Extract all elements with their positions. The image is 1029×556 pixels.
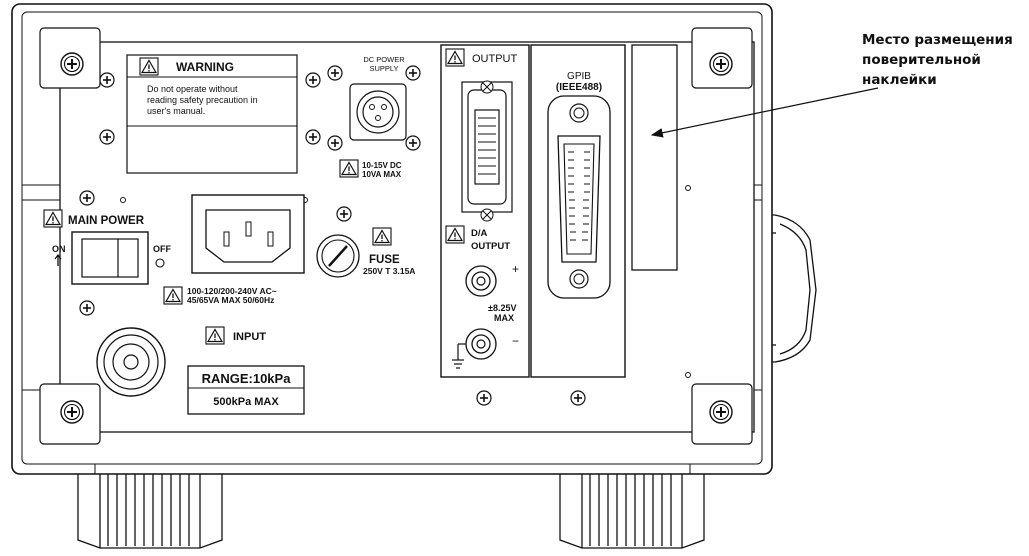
gpib-label-1: GPIB	[567, 71, 591, 82]
annotation-line-3: наклейки	[862, 72, 937, 88]
screw-icon	[709, 400, 733, 424]
screw-icon	[327, 135, 343, 151]
annotation-line-2: поверительной	[862, 52, 981, 68]
da-range-1: ±8.25V	[488, 303, 516, 313]
dc-power-title-1: DC POWER	[363, 55, 405, 64]
output-module: OUTPUT D/A OUTPUT + ±8.25V MAX −	[440, 44, 530, 378]
screw-icon	[60, 52, 84, 76]
screw-icon	[305, 129, 321, 145]
fuse-label: FUSE	[369, 254, 400, 266]
warning-line-2: reading safety precaution in	[147, 95, 258, 105]
screw-icon	[336, 206, 352, 222]
ac-rating-2: 45/65VA MAX 50/60Hz	[187, 295, 274, 305]
input-label: INPUT	[233, 331, 266, 343]
warning-triangle-icon	[372, 227, 392, 246]
ac-inlet: 100-120/200-240V AC~ 45/65VA MAX 50/60Hz	[163, 194, 305, 305]
dc-power-rating-1: 10-15V DC	[362, 161, 402, 170]
main-power-label: MAIN POWER	[68, 215, 145, 227]
warning-line-1: Do not operate without	[147, 84, 238, 94]
warning-triangle-icon	[163, 286, 183, 305]
dc-power-rating-2: 10VA MAX	[362, 170, 402, 179]
main-power-on: ON	[52, 244, 66, 254]
warning-triangle-icon	[445, 48, 465, 67]
screw-icon	[99, 129, 115, 145]
screw-icon	[709, 52, 733, 76]
foot-left	[77, 470, 223, 549]
input-range: RANGE:10kPa	[202, 371, 292, 386]
da-plus: +	[512, 262, 519, 276]
screw-icon	[405, 65, 421, 81]
ground-icon	[452, 343, 466, 369]
da-label-1: D/A	[471, 228, 488, 239]
warning-triangle-icon	[139, 57, 159, 76]
input-max: 500kPa MAX	[213, 396, 279, 408]
ac-rating-1: 100-120/200-240V AC~	[187, 286, 277, 296]
screw-icon	[60, 400, 84, 424]
main-power-off: OFF	[153, 244, 171, 254]
warning-triangle-icon	[43, 209, 63, 228]
annotation-line-1: Место размещения	[862, 32, 1013, 48]
foot-right	[559, 470, 705, 549]
screw-icon	[79, 190, 95, 206]
warning-line-3: user's manual.	[147, 106, 205, 116]
side-handle	[769, 214, 817, 363]
screw-icon	[99, 72, 115, 88]
screw-icon	[305, 72, 321, 88]
screw-icon	[476, 390, 492, 406]
dc-power-title-2: SUPPLY	[369, 64, 398, 73]
warning-triangle-icon	[445, 225, 465, 244]
output-label: OUTPUT	[472, 53, 518, 65]
dc-power-connector: DC POWER SUPPLY 10-15V DC 10VA MAX	[339, 55, 407, 179]
screw-icon	[405, 135, 421, 151]
gpib-label-2: (IEEE488)	[556, 82, 602, 93]
calibration-sticker-area	[631, 44, 678, 271]
fuse-rating: 250V T 3.15A	[363, 266, 415, 276]
screw-icon	[327, 65, 343, 81]
calibration-sticker-annotation: Место размещения поверительной наклейки	[862, 30, 1027, 90]
screw-icon	[79, 300, 95, 316]
da-label-2: OUTPUT	[471, 241, 510, 252]
main-power-switch: MAIN POWER ON OFF	[43, 209, 171, 285]
screw-icon	[570, 390, 586, 406]
gpib-module: GPIB (IEEE488)	[530, 44, 626, 378]
warning-triangle-icon	[205, 326, 225, 345]
warning-label: WARNING Do not operate without reading s…	[126, 54, 298, 174]
da-minus: −	[512, 334, 519, 348]
fuse-holder: FUSE 250V T 3.15A	[316, 227, 415, 278]
da-range-2: MAX	[494, 313, 514, 323]
warning-title: WARNING	[176, 60, 234, 74]
warning-triangle-icon	[339, 159, 359, 178]
arrow-icon	[650, 87, 879, 138]
pressure-input-port: INPUT RANGE:10kPa 500kPa MAX	[96, 326, 305, 415]
